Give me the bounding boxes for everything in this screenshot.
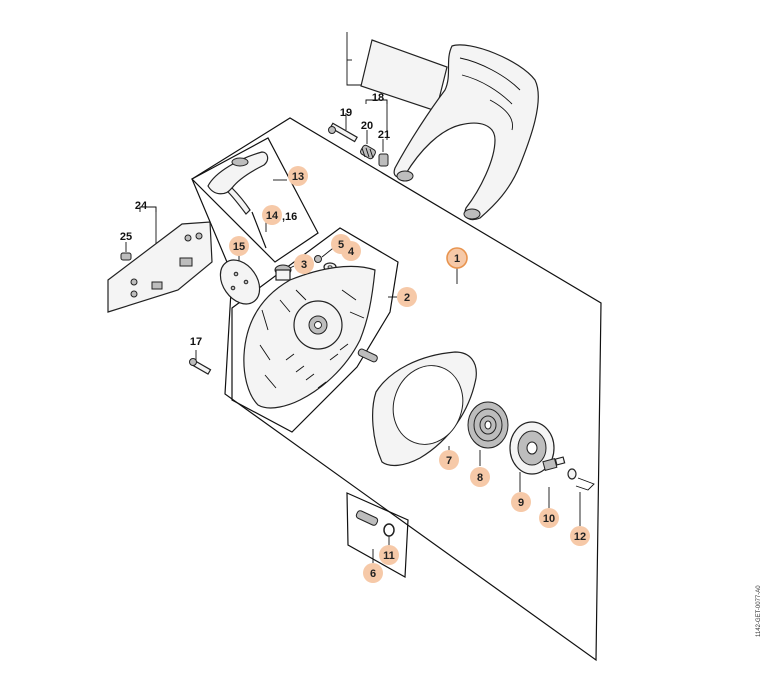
drawing-code: 1142-GET-0077-A0 [756,585,762,637]
callout-25-label: 25 [120,231,132,243]
callout-18: 18 [372,92,384,104]
callout-13-label: 13 [292,171,304,183]
callout-19-label: 19 [340,107,352,119]
callout-7: 7 [439,450,459,470]
washer-part [567,468,577,480]
callout-21-label: 21 [378,129,390,141]
clip-12-part [575,477,595,491]
fan-housing-part [243,265,376,409]
callout-8-circle [470,467,490,487]
rewind-spring-part [467,401,509,449]
rope-rotor-part [509,421,555,475]
screw-25-part [120,252,132,261]
callout-7-circle [439,450,459,470]
rewind-cover-part [372,351,477,467]
callout-10-label: 10 [543,513,555,525]
starter-grip-part [207,151,269,249]
callout-6: 6 [363,563,383,583]
callout-10-circle [539,508,559,528]
callout-5: 5 [331,234,351,254]
callout-2-circle [397,287,417,307]
callout-17-label: 17 [190,336,202,348]
callout-20-label: 20 [361,120,373,132]
callout-14: 14 [262,205,282,225]
callout-25: 25 [120,231,132,243]
callout-15: 15 [229,236,249,256]
plug-3-part [274,264,292,281]
pin-part [357,348,378,363]
callout-13: 13 [288,166,308,186]
bracket-24-part [107,221,213,313]
pin-6-part [355,510,379,526]
callout-2-label: 2 [404,292,410,304]
callout-11: 11 [379,545,399,565]
parts [107,39,595,537]
callout-1-label: 1 [454,253,460,265]
ring-11-part [383,523,395,537]
callout-18-label: 18 [372,92,384,104]
callout-14-circle [262,205,282,225]
screw-17-part [189,358,212,375]
callout-13-circle [288,166,308,186]
callout-1: 1 [446,247,468,269]
callout-8-label: 8 [477,472,483,484]
hand-guard-ribs [459,57,521,131]
callout-5-circle [331,234,351,254]
screw-5-part [314,255,322,263]
screw-19-part [328,122,358,143]
callout-7-label: 7 [446,455,452,467]
pawl-10-part [542,456,566,472]
callout-4-label: 4 [348,246,355,258]
callout-21: 21 [378,129,390,141]
hand-guard-part [393,44,539,221]
callout-17: 17 [190,336,202,348]
callout-24: 24 [135,200,148,212]
callout-12-label: 12 [574,531,586,543]
callout-15-circle [229,236,249,256]
callout-20: 20 [361,120,373,132]
callout-24-label: 24 [135,200,148,212]
callout-6-circle [363,563,383,583]
callout-5-label: 5 [338,239,344,251]
callout-10: 10 [539,508,559,528]
callout-12: 12 [570,526,590,546]
callout-14-label: 14 [266,210,279,222]
assembly-6-outline [346,492,409,578]
callout-11-label: 11 [383,550,395,562]
callout-19: 19 [340,107,352,119]
callout-8: 8 [470,467,490,487]
callout-9: 9 [511,492,531,512]
assembly-2-outline [231,227,399,433]
callout-3-circle [294,254,314,274]
callout-11-circle [379,545,399,565]
callout-12-circle [570,526,590,546]
disc-15-part [219,259,261,305]
sleeve-21-part [378,153,389,167]
callout-2: 2 [397,287,417,307]
guard-end [463,208,481,220]
callout-9-circle [511,492,531,512]
spring-20-part [360,144,376,160]
callout-3: 3 [294,254,314,274]
callout-16: ,16 [282,211,297,223]
guard-pivot [396,170,414,182]
callout-3-label: 3 [301,259,307,271]
callout-9-label: 9 [518,497,524,509]
callout-15-label: 15 [233,241,245,253]
callout-6-label: 6 [370,568,376,580]
callout-16-label: ,16 [282,211,297,223]
callout-1-circle [446,247,468,269]
assembly-13-outline [191,137,319,263]
